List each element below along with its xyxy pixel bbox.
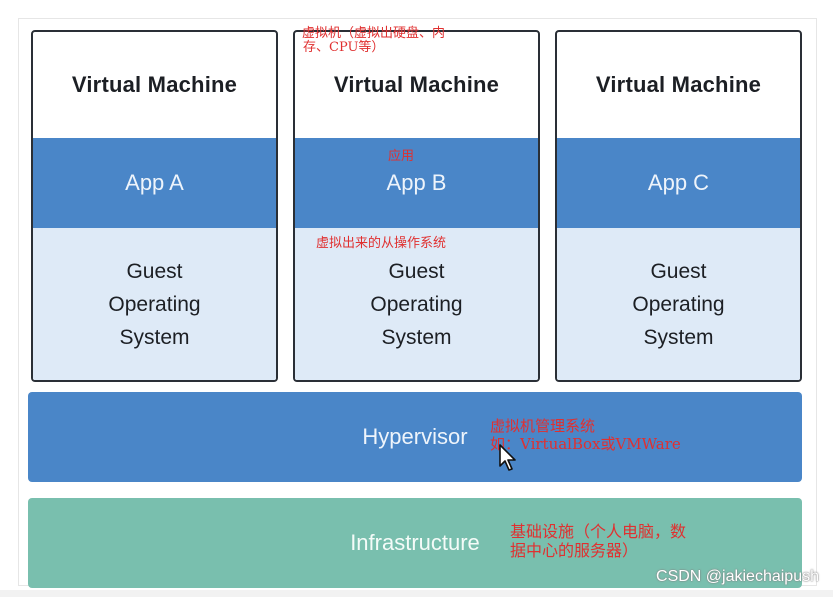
guest-os-line: System xyxy=(643,325,714,349)
vm-title: Virtual Machine xyxy=(595,72,762,97)
guest-os-layer: Guest Operating System xyxy=(295,228,538,380)
guest-os-line: Operating xyxy=(370,292,463,316)
infrastructure-label: Infrastructure xyxy=(350,530,480,555)
virtual-machine-a: Virtual Machine App A Guest Operating Sy… xyxy=(31,30,278,382)
bottom-strip xyxy=(0,590,833,597)
app-c-layer: App C xyxy=(557,138,800,228)
vm-annotation-line2: 存、CPU等） xyxy=(303,40,385,55)
guest-os-line: System xyxy=(119,325,190,349)
virtual-machine-c: Virtual Machine App C Guest Operating Sy… xyxy=(555,30,802,382)
app-annotation: 应用 xyxy=(388,149,415,164)
vm-title: Virtual Machine xyxy=(71,72,238,97)
vm-title: Virtual Machine xyxy=(333,72,500,97)
guest-os-line: Operating xyxy=(632,292,725,316)
vm-annotation-line1: 虚拟机（虚拟出硬盘、内 xyxy=(302,26,446,41)
watermark: CSDN @jakiechaipush xyxy=(656,568,819,585)
hypervisor-label: Hypervisor xyxy=(362,424,468,449)
guest-annotation: 虚拟出来的从操作系统 xyxy=(316,236,447,251)
guest-os-line: Guest xyxy=(650,259,707,283)
infrastructure-annotation-line1: 基础设施（个人电脑，数 xyxy=(510,522,687,541)
guest-os-layer: Guest Operating System xyxy=(33,228,276,380)
guest-os-line: Guest xyxy=(126,259,183,283)
guest-os-line: System xyxy=(381,325,452,349)
hypervisor-layer: Hypervisor xyxy=(28,392,802,482)
app-b-layer: App B xyxy=(295,138,538,228)
hypervisor-annotation-line1: 虚拟机管理系统 xyxy=(490,417,596,435)
virtual-machine-b: Virtual Machine App B Guest Operating Sy… xyxy=(293,30,540,382)
infrastructure-annotation-line2: 据中心的服务器） xyxy=(510,541,639,560)
mouse-pointer-icon xyxy=(499,444,516,471)
hypervisor-annotation-line2: 如：VirtualBox或VMWare xyxy=(490,435,681,453)
guest-os-layer: Guest Operating System xyxy=(557,228,800,380)
app-a-layer: App A xyxy=(33,138,276,228)
guest-os-line: Operating xyxy=(108,292,201,316)
guest-os-line: Guest xyxy=(388,259,445,283)
infrastructure-layer: Infrastructure xyxy=(28,498,802,588)
